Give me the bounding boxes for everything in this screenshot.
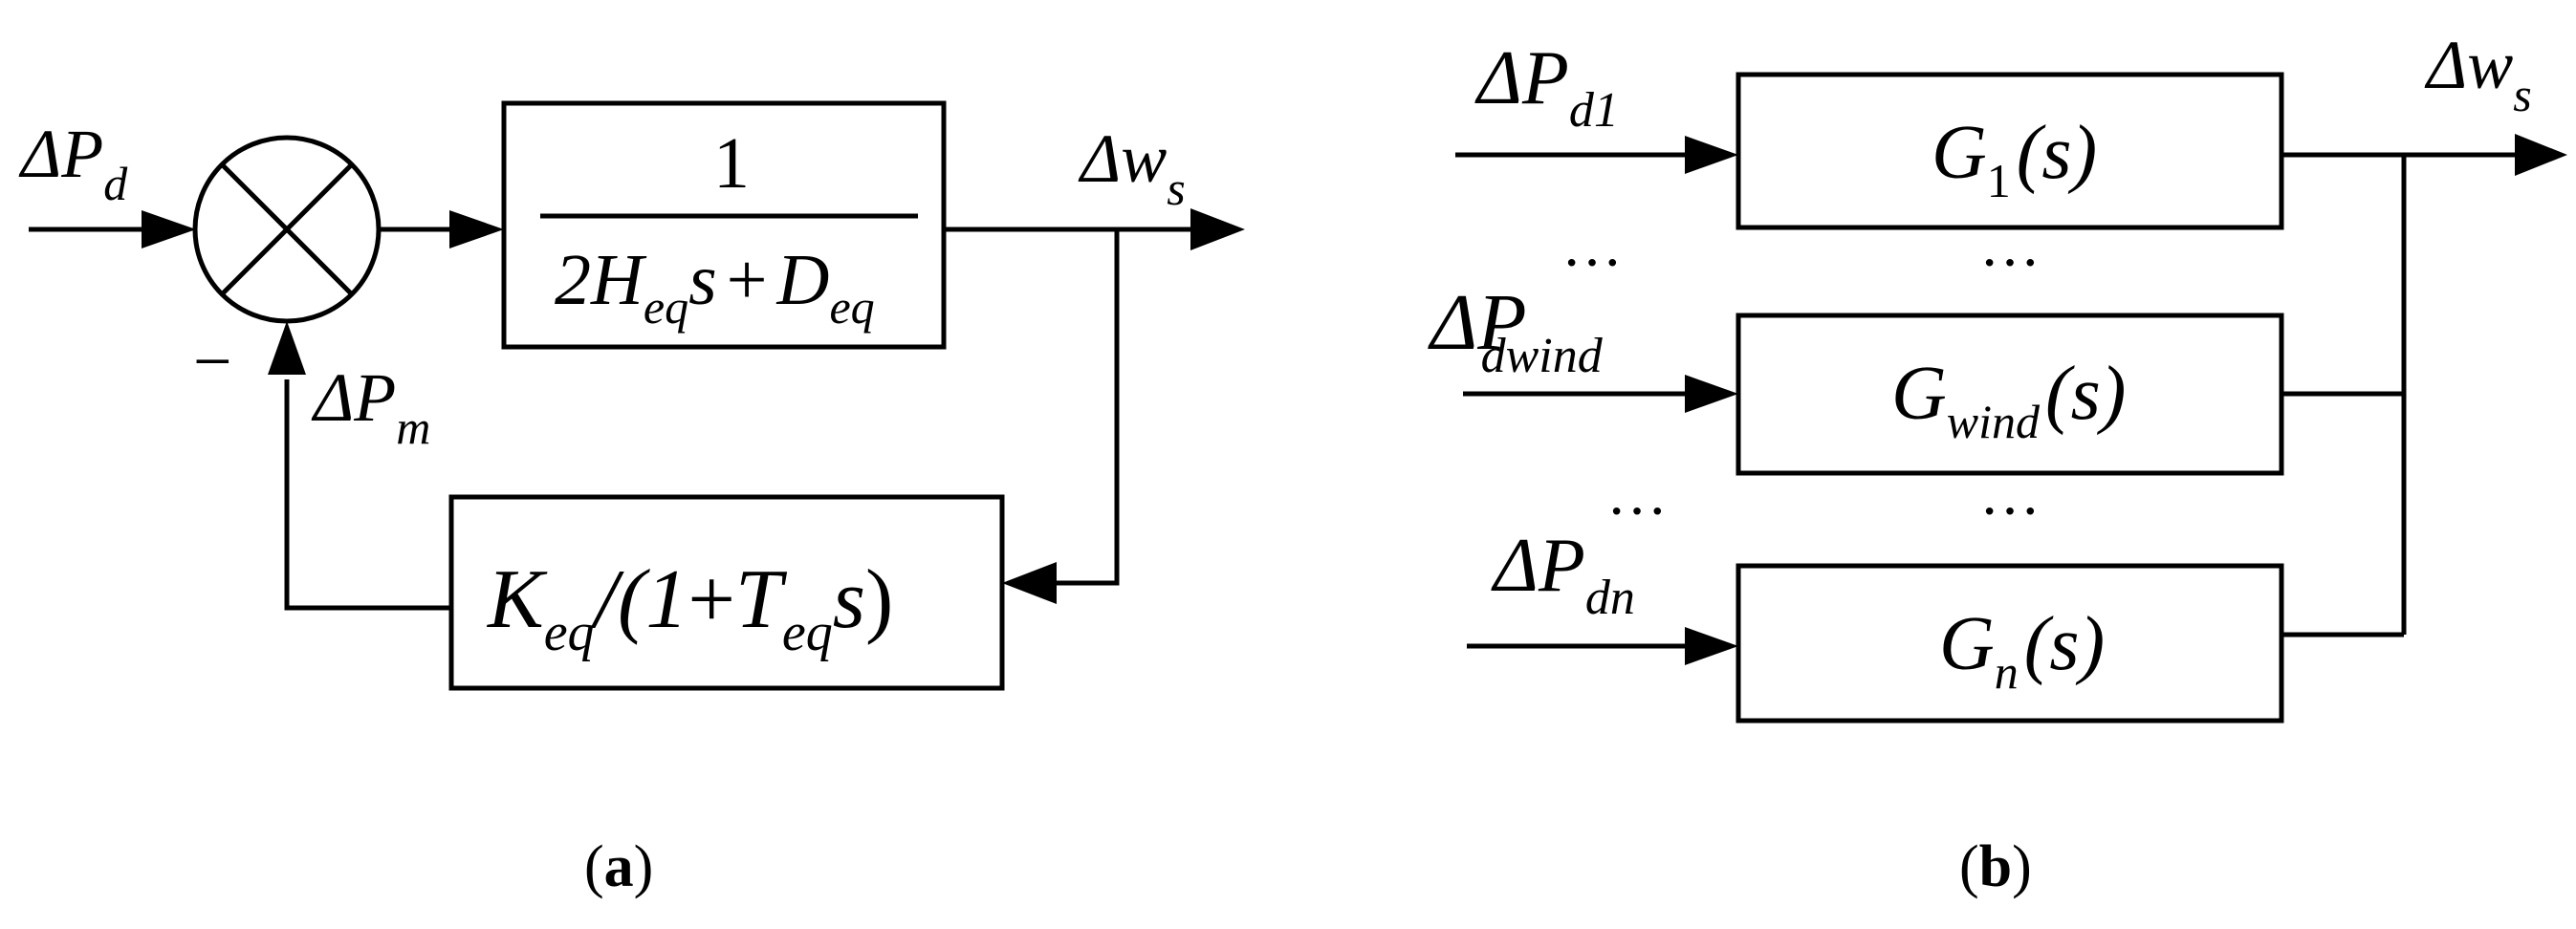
input-arrowhead (142, 210, 196, 248)
panel-a (29, 100, 1245, 691)
input-arrowhead-1 (1685, 136, 1738, 174)
feedback-block-text: Keq/(1+Teqs) (486, 553, 893, 662)
feedback-tap-line (1057, 229, 1120, 586)
caption-a-letter: a (603, 834, 634, 899)
block-g1 (1736, 72, 2284, 230)
ellipsis-block-lower: ··· (1979, 477, 2041, 545)
panel-a-labels: ΔPd Δws ΔPm − 1 2Heqs+Deq Keq/(1+Teqs) (18, 116, 1186, 662)
input-label-dn: ΔPdn (1491, 524, 1635, 625)
forward-numerator: 1 (713, 123, 750, 204)
block-gn (1736, 563, 2284, 724)
input-label-d1: ΔPd1 (1474, 36, 1619, 138)
forward-block-arrowhead (449, 210, 504, 248)
input-arrowhead-wind (1685, 375, 1738, 413)
ellipsis-block-upper: ··· (1979, 228, 2041, 296)
feedback-transfer-block (448, 494, 1005, 691)
block-gwind-label: Gwind(s) (1891, 352, 2126, 448)
forward-denominator: 2Heqs+Deq (555, 240, 875, 334)
output-arrowhead-b (2515, 134, 2567, 176)
block-g1-label: G1(s) (1932, 111, 2097, 207)
output-arrowhead (1190, 208, 1245, 250)
panel-b-labels: Δws ΔPd1 ΔPdwind ΔPdn G1(s) Gwind(s) Gn(… (1428, 27, 2532, 699)
output-label-b: Δws (2424, 27, 2532, 121)
ellipsis-input-lower: ··· (1606, 477, 1668, 545)
caption-b-letter: b (1978, 834, 2013, 899)
caption-b-close: ) (2012, 834, 2032, 899)
feedback-block-arrowhead (1002, 562, 1057, 604)
input-arrowhead-n (1685, 627, 1738, 665)
caption-a-close: ) (633, 834, 654, 899)
forward-transfer-block (501, 100, 947, 350)
output-label-a: Δws (1078, 120, 1186, 215)
feedback-return-line (284, 379, 451, 611)
input-label-dwind: ΔPdwind (1428, 278, 1604, 383)
summing-junction-cross-2 (220, 162, 354, 296)
caption-b: (b) (1959, 833, 2032, 901)
caption-a: (a) (584, 833, 653, 901)
feedback-junction-arrowhead (268, 321, 306, 375)
ellipsis-input-upper: ··· (1561, 228, 1623, 296)
caption-b-open: ( (1959, 834, 1979, 899)
input-label-a: ΔPd (18, 116, 128, 210)
caption-a-open: ( (584, 834, 604, 899)
block-gn-label: Gn(s) (1939, 602, 2105, 699)
feedback-label-a: ΔPm (311, 359, 430, 454)
panel-b (1455, 72, 2567, 724)
minus-sign: − (193, 323, 232, 400)
